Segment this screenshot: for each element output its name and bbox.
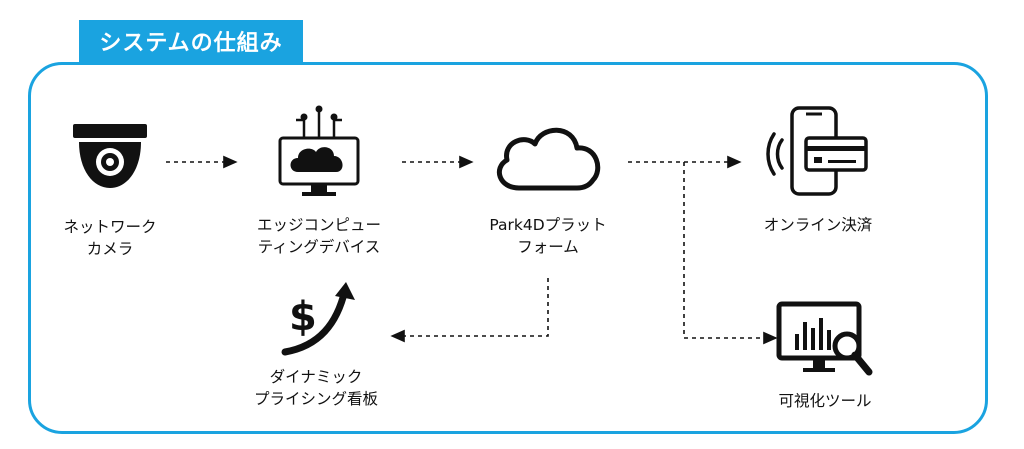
cloud-computing-monitor-icon [278,105,360,196]
dollar-trend-icon: $ [281,282,355,356]
diagram-title: システムの仕組み [79,20,303,62]
arrow-platform-to-analytics [683,162,778,345]
dome-camera-icon [73,124,147,188]
node-label: エッジコンピュー ティングデバイス [256,216,381,256]
cloud-icon [496,127,601,191]
node-label: Park4Dプラット フォーム [489,216,607,256]
svg-text:$: $ [289,294,317,340]
node-dynamic-pricing: $ ダイナミック プライシング看板 [236,280,396,410]
node-visualization-tool: 可視化ツール [760,300,890,412]
arrow-platform-to-signage [390,278,549,343]
node-park4d-platform: Park4Dプラット フォーム [468,118,628,258]
node-label: ネットワーク カメラ [63,218,157,258]
node-label: オンライン決済 [763,216,873,234]
node-network-camera: ネットワーク カメラ [40,118,180,260]
node-label: ダイナミック プライシング看板 [253,368,378,408]
mobile-payment-icon [766,106,868,196]
node-online-payment: オンライン決済 [748,104,888,236]
node-label: 可視化ツール [778,392,872,410]
analytics-monitor-icon [776,301,873,376]
node-edge-computing: エッジコンピュー ティングデバイス [244,104,394,258]
diagram-frame [28,62,988,434]
